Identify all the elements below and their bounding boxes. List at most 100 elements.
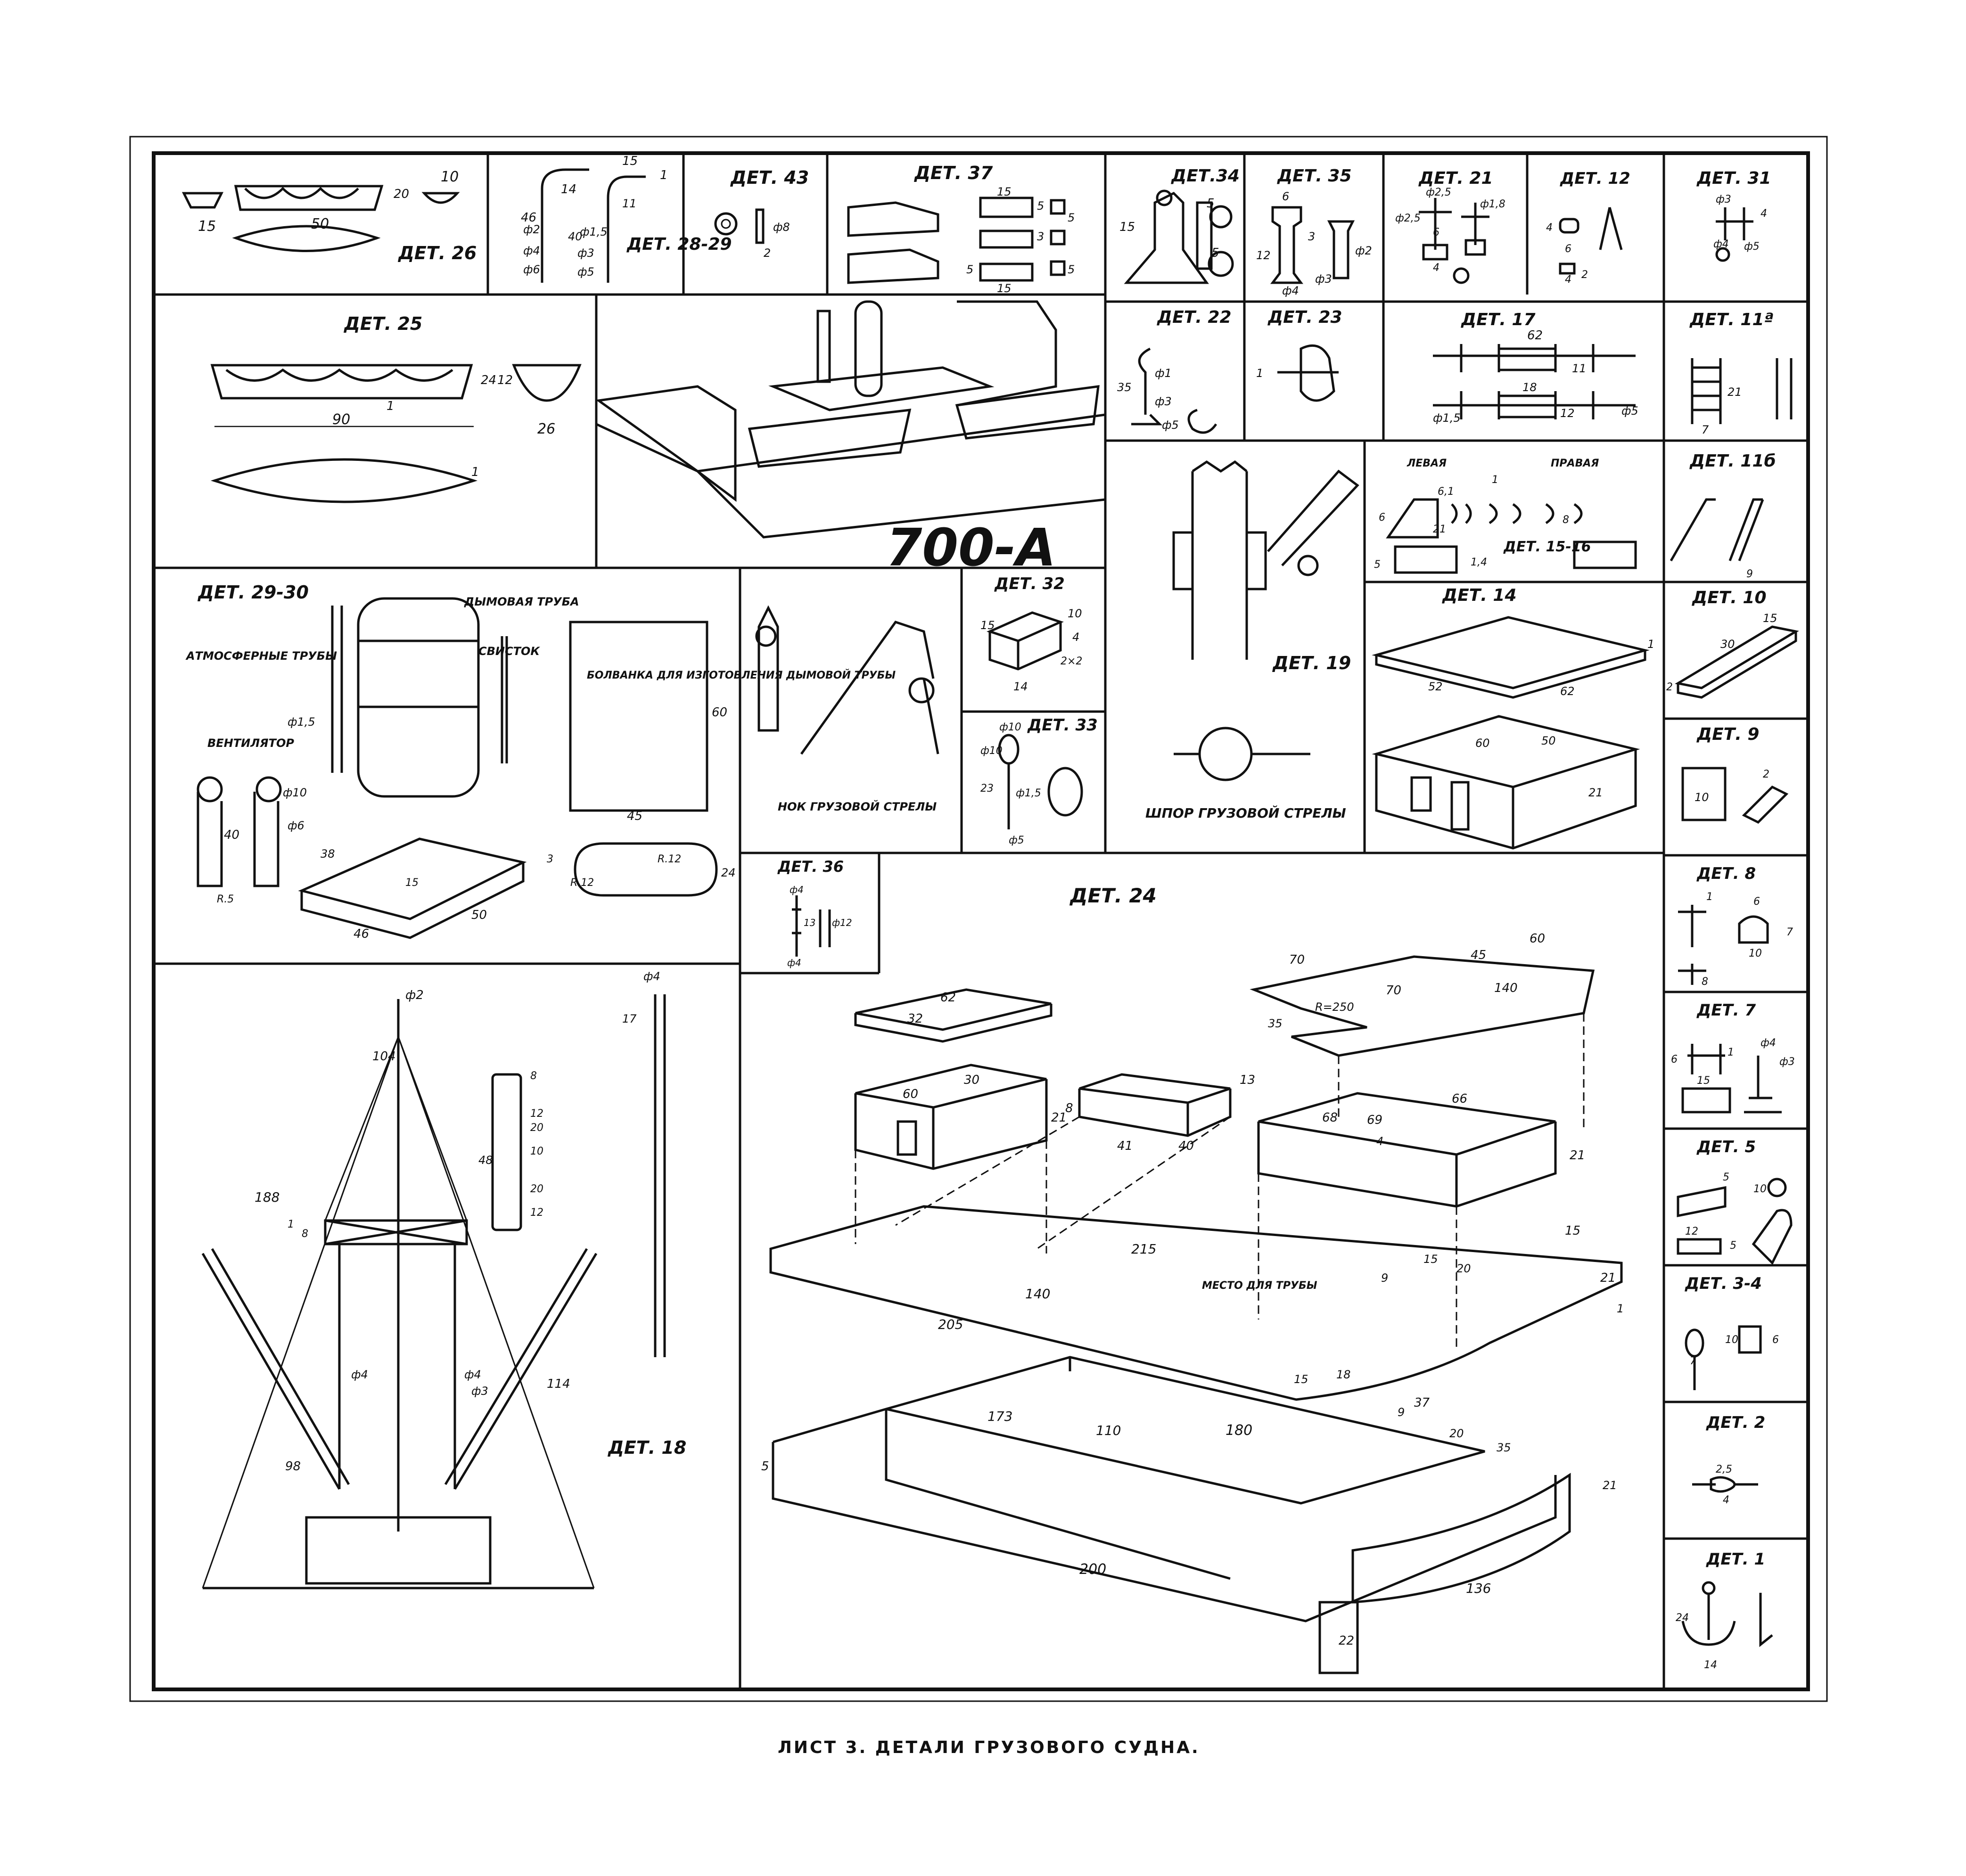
det24-dim: 70 (1289, 953, 1305, 967)
det24-dim: 69 (1367, 1113, 1382, 1127)
lifebuoy (714, 212, 738, 236)
det9-dim: 2 (1763, 769, 1769, 780)
det25-dim: 90 (332, 411, 350, 428)
det15-right: ПРАВАЯ (1551, 458, 1599, 469)
valve-right (1461, 203, 1489, 256)
det28-dim: ф3 (577, 246, 594, 260)
mast-platform (324, 1219, 468, 1245)
sheet-caption: ЛИСТ 3. ДЕТАЛИ ГРУЗОВОГО СУДНА. (778, 1738, 1200, 1757)
mast-section (1191, 460, 1248, 660)
det21-title: ДЕТ. 21 (1418, 169, 1493, 188)
bitt-block (987, 611, 1064, 671)
det18-dim: 8 (530, 1070, 537, 1082)
det18-dim: 10 (530, 1146, 543, 1157)
det29-dim: 45 (627, 809, 642, 823)
fairlead (1716, 207, 1753, 240)
det25-dim: 1 (471, 465, 479, 479)
det26-title: ДЕТ. 26 (398, 243, 477, 263)
det28-dim: 15 (622, 154, 638, 168)
det37-dim: 3 (1037, 230, 1044, 243)
det15-dim: 1,4 (1471, 557, 1487, 568)
det15-dim: 6,1 (1438, 486, 1454, 498)
det29-dim: 40 (224, 828, 239, 842)
det5-title: ДЕТ. 5 (1696, 1138, 1756, 1156)
det29-dim: ф10 (283, 786, 307, 799)
det17-dim: 12 (1560, 407, 1575, 420)
det24-dim: 15 (1565, 1224, 1580, 1238)
chock (1677, 1186, 1727, 1255)
det24-dim: 21 (1603, 1479, 1617, 1492)
det29-dim: 50 (471, 908, 487, 922)
det37-dim: 15 (997, 282, 1012, 295)
det43-title: ДЕТ. 43 (730, 167, 809, 188)
det24-dim: 173 (987, 1409, 1012, 1424)
hinge-bracket (1172, 531, 1194, 590)
panel-det31: ДЕТ. 31 ф3 4 ф4 ф5 (1696, 169, 1771, 262)
det11b-dim: 9 (1746, 568, 1753, 580)
bracket-mid (979, 229, 1034, 249)
det15-left: ЛЕВАЯ (1407, 458, 1447, 469)
det2-title: ДЕТ. 2 (1706, 1413, 1765, 1432)
det24-dim: 20 (1456, 1262, 1471, 1275)
deckhouse-door (1410, 776, 1432, 812)
det25-dim: 1 (387, 399, 395, 413)
casing-plinth (298, 837, 527, 939)
bridge-wall (956, 300, 1057, 407)
det12-dim: 2 (1581, 269, 1588, 281)
det35-title: ДЕТ. 35 (1277, 166, 1352, 186)
winch-drum-2 (1497, 394, 1557, 418)
panel-det15: ЛЕВАЯ ПРАВАЯ 6,1 1 6 21 8 5 1,4 ДЕТ. 15-… (1374, 458, 1637, 574)
det28-dim: ф4 (523, 244, 540, 257)
gooseneck-ring (1198, 727, 1253, 781)
det24-dim: 21 (1051, 1111, 1067, 1125)
det43-dim: ф8 (773, 221, 790, 234)
bracket-square (1050, 229, 1066, 246)
bollard-front (1270, 206, 1303, 284)
ventilator-mouth-2 (255, 776, 282, 803)
det32-dim: 14 (1013, 680, 1028, 693)
chock-side (1752, 1209, 1793, 1265)
cleat-plate (491, 1073, 522, 1231)
det2-dim: 4 (1723, 1494, 1729, 1506)
bracket-square (1050, 260, 1066, 276)
det29-dim: 24 (721, 866, 736, 879)
det24-dim: 180 (1226, 1422, 1252, 1439)
det32-dim: 10 (1068, 607, 1082, 620)
boom-pin (1297, 555, 1319, 576)
panel-det26: 15 50 10 20 ДЕТ. 26 (181, 169, 477, 263)
det29-dim: ф6 (288, 819, 304, 832)
det36-dim: 13 (804, 917, 815, 928)
davit-left (541, 168, 589, 283)
det24-label-funnel-place: МЕСТО ДЛЯ ТРУБЫ (1202, 1280, 1317, 1292)
det24-dim: 13 (1240, 1073, 1255, 1087)
blank-block (569, 621, 708, 812)
det35-dim: ф2 (1355, 244, 1372, 257)
det29-dim: 38 (321, 847, 335, 860)
det14-dim: 50 (1541, 734, 1556, 747)
det12-dim: 4 (1565, 274, 1571, 286)
capstan (1678, 905, 1706, 985)
det28-dim: 46 (521, 211, 536, 225)
chock-round (1767, 1178, 1787, 1197)
det34-dim: 5 (1211, 246, 1219, 260)
det18-dim: 20 (530, 1183, 543, 1195)
det5-dim: 5 (1730, 1240, 1736, 1252)
det26-dim: 10 (441, 169, 459, 185)
det8-dim: 1 (1706, 891, 1713, 903)
hull-foot (1318, 1601, 1359, 1674)
hull-number: 700-А (886, 517, 1056, 578)
det18-dim: ф3 (471, 1384, 488, 1398)
det28-dim: ф6 (523, 263, 540, 276)
det18-dim: 12 (530, 1207, 543, 1219)
panel-det17: ДЕТ. 17 62 11 18 12 ф5 ф1,5 (1433, 310, 1638, 425)
winch-drum (1497, 347, 1557, 371)
det24-dim: 60 (903, 1087, 918, 1101)
det15-title: ДЕТ. 15-16 (1503, 539, 1591, 555)
hull-bow (1351, 1473, 1571, 1604)
det36-dim: ф12 (832, 917, 852, 928)
det24-dim: 62 (940, 991, 956, 1005)
ventilator-cowl (1131, 347, 1163, 426)
whistle (501, 636, 508, 763)
det29-label-funnel: ДЫМОВАЯ ТРУБА (464, 595, 579, 608)
panel-det29: ДЕТ. 29-30 ДЫМОВАЯ ТРУБА АТМОСФЕРНЫЕ ТРУ… (185, 582, 896, 941)
